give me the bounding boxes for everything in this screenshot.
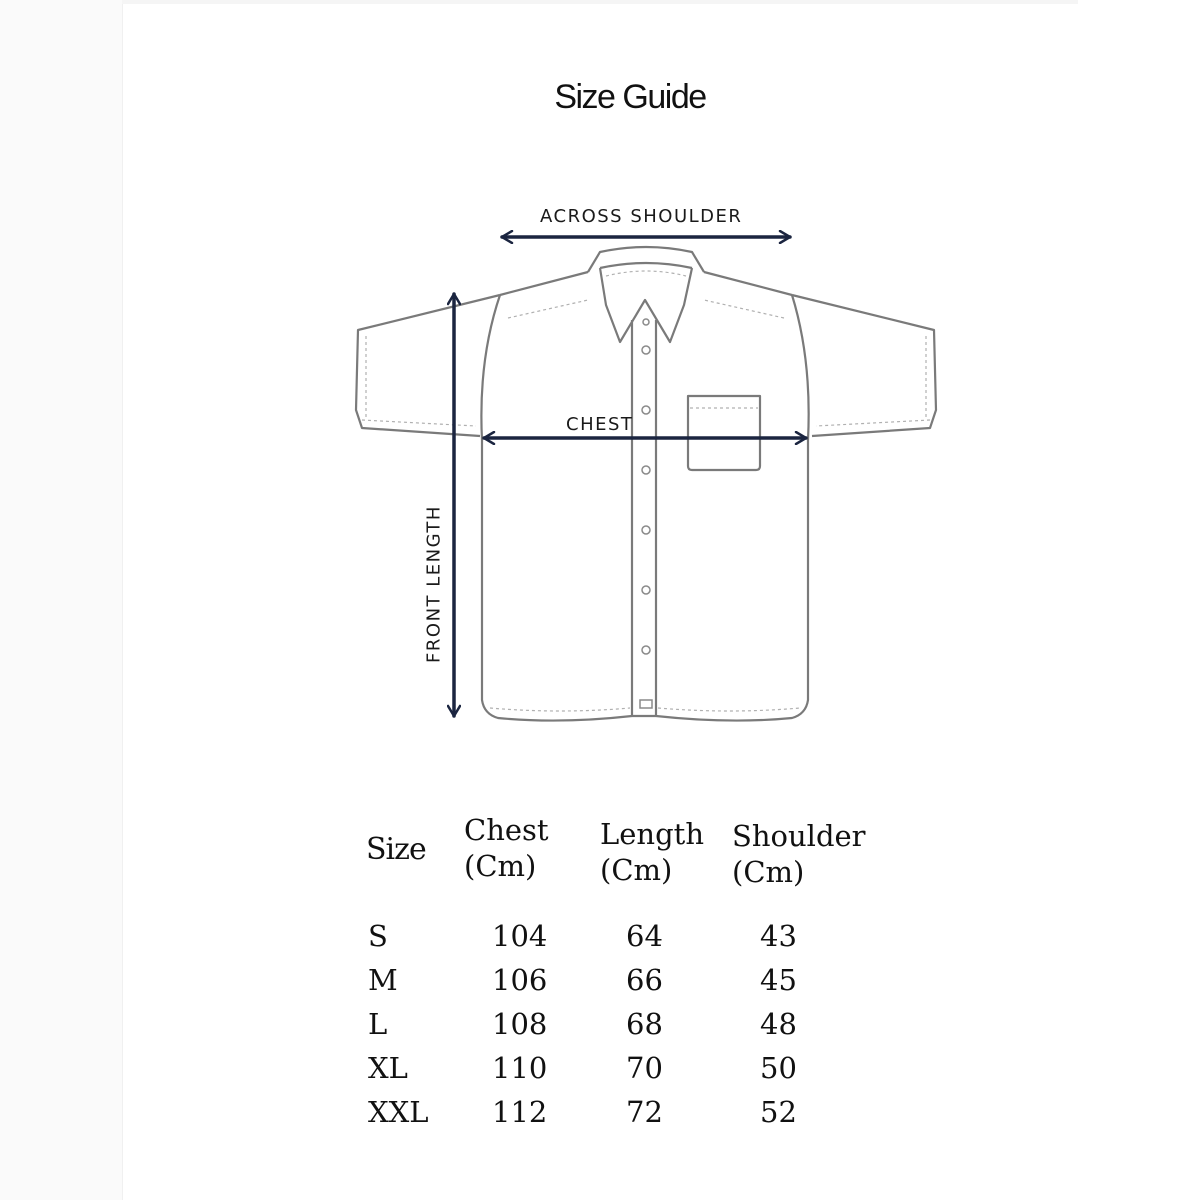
cell-chest: 108 [492,1007,548,1041]
cell-chest: 110 [492,1051,548,1085]
button [641,585,651,595]
header-length-unit: (Cm) [600,853,673,887]
cell-length: 68 [626,1007,663,1041]
header-length: Length (Cm) [600,816,704,888]
stitch-lines [361,270,931,712]
hem-tag [639,699,653,709]
page-top-edge [122,0,1078,4]
front-length-label: FRONT LENGTH [423,505,445,663]
button [642,318,650,326]
measurement-arrows [454,237,808,718]
cell-shoulder: 48 [760,1007,797,1041]
cell-chest: 104 [492,919,548,953]
header-shoulder: Shoulder (Cm) [732,818,866,890]
cell-size: XL [368,1051,408,1085]
shoulder-seam [499,270,793,297]
placket [630,320,658,716]
shirt-body [480,294,810,722]
button [641,405,651,415]
header-length-label: Length [600,817,704,851]
cell-shoulder: 50 [760,1051,797,1085]
across-shoulder-label: ACROSS SHOULDER [540,206,743,227]
button [641,645,651,655]
cell-length: 72 [626,1095,663,1129]
right-sleeve [791,293,938,438]
button [641,525,651,535]
header-chest: Chest (Cm) [464,812,549,884]
chest-label: CHEST [566,414,634,435]
header-size: Size [366,832,427,867]
cell-shoulder: 45 [760,963,797,997]
shirt-outline [354,245,938,722]
header-shoulder-unit: (Cm) [732,855,805,889]
cell-length: 66 [626,963,663,997]
cell-length: 64 [626,919,663,953]
collar [587,245,705,344]
cell-chest: 106 [492,963,548,997]
cell-shoulder: 43 [760,919,797,953]
shirt-buttons [639,318,653,709]
header-chest-label: Chest [464,813,549,847]
page-margin [0,0,123,1200]
cell-size: S [368,919,388,953]
cell-size: L [368,1007,388,1041]
left-sleeve [354,293,501,438]
header-shoulder-label: Shoulder [732,819,866,853]
button [641,465,651,475]
cell-chest: 112 [492,1095,548,1129]
cell-shoulder: 52 [760,1095,797,1129]
button [641,345,651,355]
cell-length: 70 [626,1051,663,1085]
header-chest-unit: (Cm) [464,849,537,883]
page-title: Size Guide [554,78,707,116]
cell-size: M [368,963,398,997]
chest-pocket [686,394,762,472]
cell-size: XXL [368,1095,429,1129]
